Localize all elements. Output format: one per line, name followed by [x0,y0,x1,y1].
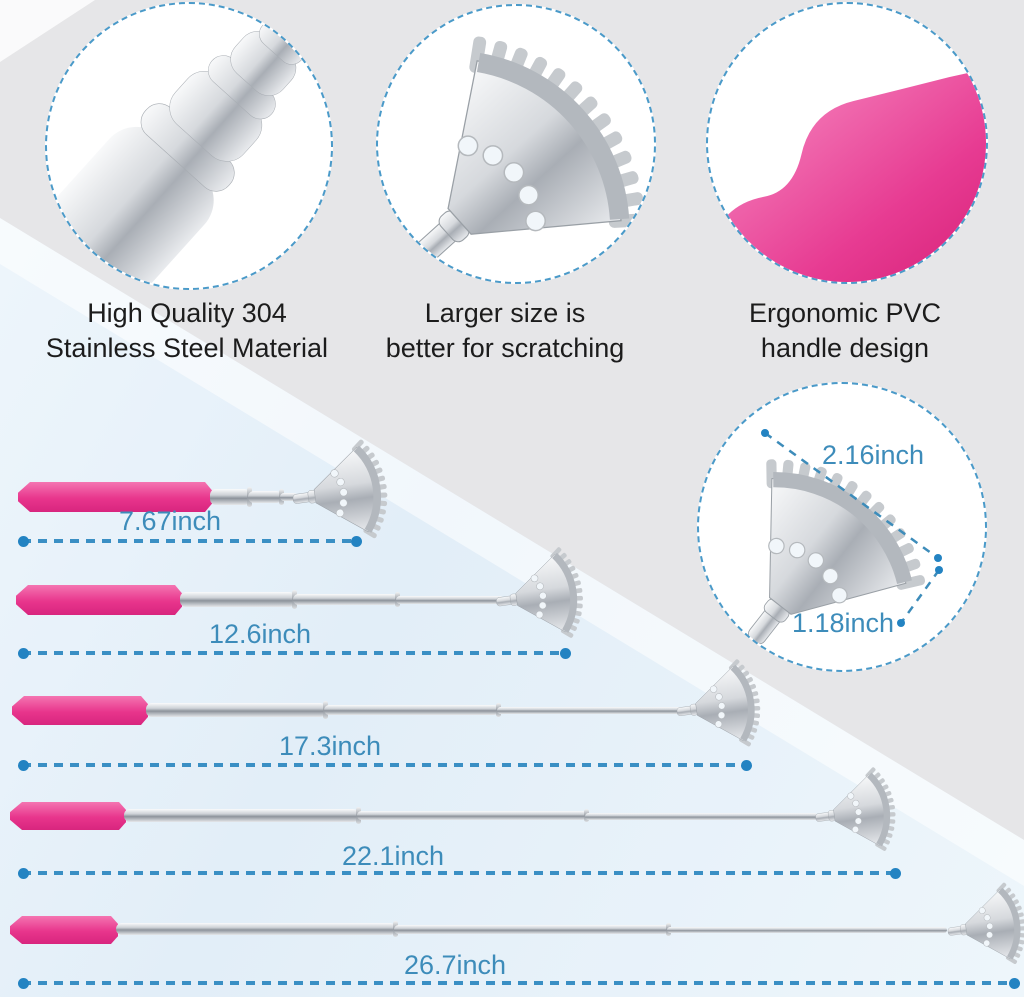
telescopic-pole-closeup [47,4,331,288]
pole-segment [116,921,398,937]
length-label-1: 7.67inch [118,506,222,536]
head-measure-closeup [699,384,985,670]
measure-dot [351,535,362,547]
caption-size-line1: Larger size is [424,298,586,328]
pole-segment [180,590,297,609]
measure-dot [560,647,571,659]
measure-dot [18,759,29,771]
pole-segment [280,493,298,501]
pole-segment [210,487,252,507]
pink-handle [10,916,118,944]
scratcher-head-closeup [378,6,654,282]
measure-line-5 [18,977,1020,989]
pink-handle [10,802,126,830]
pole-segment [396,596,504,604]
pole-segment [293,592,400,607]
pole-segment [585,813,818,820]
measure-dot [18,647,29,659]
length-label-2: 12.6inch [208,619,312,649]
callout-circle-head-measure [697,382,987,672]
measure-dot [18,977,29,989]
measure-line-4 [18,867,901,879]
head-height-measure: 1.18inch [791,608,895,638]
pole-segment [124,807,361,824]
pole-segment [667,927,947,933]
caption-steel-line1: High Quality 304 [87,298,287,328]
callout-circle-handle [706,2,988,284]
caption-steel: High Quality 304 Stainless Steel Materia… [7,296,367,365]
measure-dot [741,759,752,771]
caption-size-line2: better for scratching [385,332,625,363]
length-label-3: 17.3inch [278,731,382,761]
length-label-4: 22.1inch [341,841,445,871]
measure-dot [18,867,29,879]
measure-line-1 [18,535,362,547]
pole-segment [497,707,682,714]
pink-handle [16,585,182,615]
callout-circle-head [376,4,656,284]
measure-dot [18,535,29,547]
caption-handle: Ergonomic PVC handle design [670,296,1020,365]
caption-handle-line1: Ergonomic PVC [748,298,942,328]
measure-line-3 [18,759,752,771]
callout-circle-steel [45,2,333,290]
pink-handle [12,696,148,725]
measure-line-2 [18,647,571,659]
pole-segment [394,923,671,936]
length-label-5: 26.7inch [403,950,507,980]
head-width-measure: 2.16inch [821,440,925,470]
pole-segment [324,703,501,717]
caption-handle-line2: handle design [760,332,930,363]
pink-handle [18,482,212,512]
pink-handle-closeup [708,45,986,282]
caption-steel-line2: Stainless Steel Material [45,332,329,363]
caption-size: Larger size is better for scratching [330,296,680,365]
measure-dot [890,867,901,879]
pole-segment [248,489,284,505]
pole-segment [146,701,328,719]
pole-segment [357,809,589,822]
measure-dot [1009,977,1020,989]
